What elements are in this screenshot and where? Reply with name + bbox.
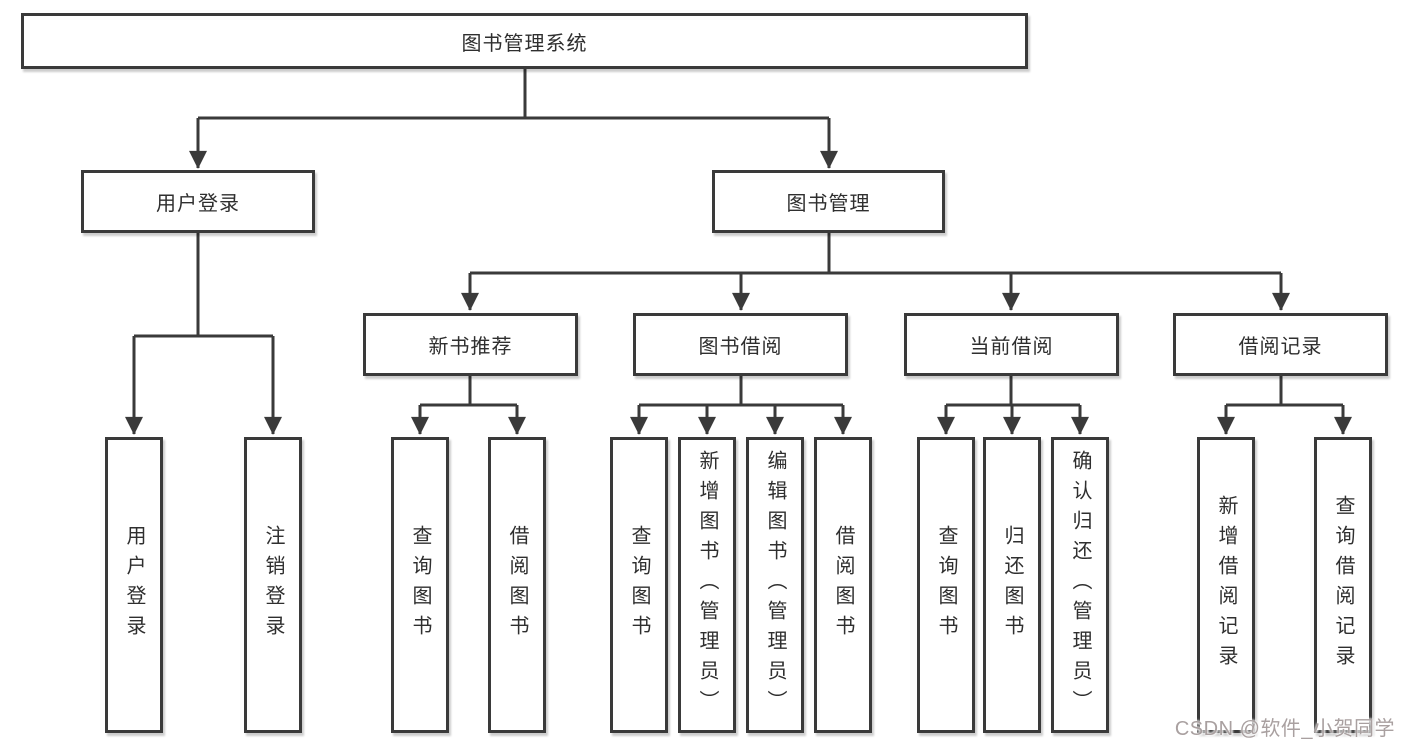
node-current-borrow-label: 当前借阅 [969, 336, 1054, 358]
leaf-recommend-borrow-books-label: 借阅图书 [506, 525, 528, 645]
leaf-logout-label: 注销登录 [262, 525, 284, 645]
leaf-confirm-return-admin: 确认归还（管理员） [1051, 437, 1109, 733]
node-user-login: 用户登录 [81, 170, 315, 233]
leaf-return-books-label: 归还图书 [1001, 525, 1023, 645]
leaf-logout: 注销登录 [244, 437, 302, 733]
leaf-borrow-query-books: 查询图书 [610, 437, 668, 733]
leaf-current-query-books-label: 查询图书 [935, 525, 957, 645]
leaf-add-borrow-record: 新增借阅记录 [1197, 437, 1255, 733]
node-book-management: 图书管理 [712, 170, 945, 233]
leaf-borrow-books-label: 借阅图书 [832, 525, 854, 645]
node-borrow-records: 借阅记录 [1173, 313, 1388, 376]
leaf-recommend-borrow-books: 借阅图书 [488, 437, 546, 733]
leaf-borrow-query-books-label: 查询图书 [628, 525, 650, 645]
leaf-edit-books-admin-label: 编辑图书（管理员） [764, 450, 786, 720]
leaf-recommend-query-books: 查询图书 [391, 437, 449, 733]
leaf-borrow-books: 借阅图书 [814, 437, 872, 733]
node-book-borrow-label: 图书借阅 [698, 336, 783, 358]
leaf-return-books: 归还图书 [983, 437, 1041, 733]
node-user-login-label: 用户登录 [156, 193, 240, 215]
leaf-user-login-label: 用户登录 [123, 525, 145, 645]
leaf-add-books-admin-label: 新增图书（管理员） [696, 450, 718, 720]
node-book-management-label: 图书管理 [786, 193, 871, 215]
leaf-recommend-query-books-label: 查询图书 [409, 525, 431, 645]
leaf-user-login: 用户登录 [105, 437, 163, 733]
leaf-add-borrow-record-label: 新增借阅记录 [1215, 495, 1237, 675]
csdn-watermark: CSDN @软件_小贺同学 [1174, 718, 1395, 740]
leaf-edit-books-admin: 编辑图书（管理员） [746, 437, 804, 733]
leaf-confirm-return-admin-label: 确认归还（管理员） [1069, 450, 1091, 720]
node-root-label: 图书管理系统 [461, 32, 588, 55]
node-book-borrow: 图书借阅 [633, 313, 848, 376]
leaf-current-query-books: 查询图书 [917, 437, 975, 733]
node-root: 图书管理系统 [21, 13, 1028, 69]
leaf-query-borrow-record: 查询借阅记录 [1314, 437, 1372, 733]
node-current-borrow: 当前借阅 [904, 313, 1119, 376]
node-new-book-recommend-label: 新书推荐 [428, 336, 513, 358]
node-borrow-records-label: 借阅记录 [1238, 336, 1323, 358]
node-new-book-recommend: 新书推荐 [363, 313, 578, 376]
leaf-query-borrow-record-label: 查询借阅记录 [1332, 495, 1354, 675]
leaf-add-books-admin: 新增图书（管理员） [678, 437, 736, 733]
